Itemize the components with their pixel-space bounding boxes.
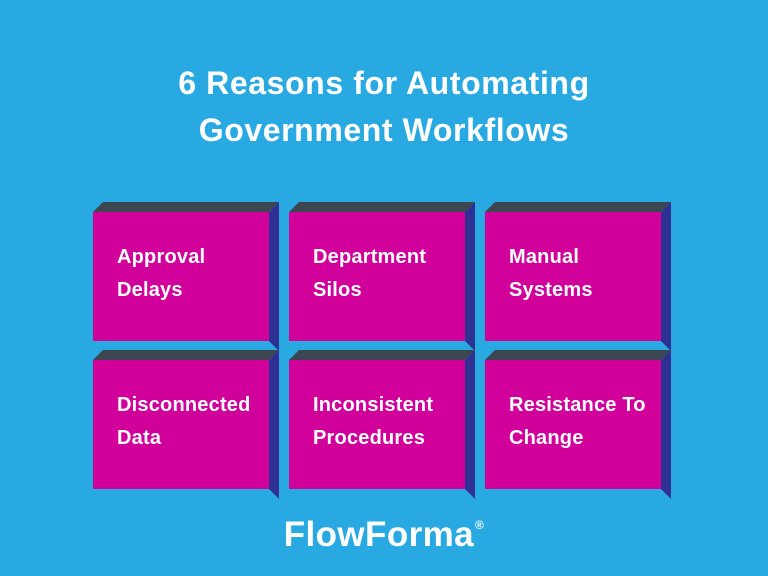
reason-label: Disconnected Data [93, 360, 269, 455]
reason-label-line-2: Change [509, 427, 584, 449]
brand-name: FlowForma [283, 515, 475, 554]
box-side-bevel-decoration [661, 350, 671, 499]
box-top-bevel-decoration [93, 350, 279, 360]
reason-box-inconsistent-procedures: Inconsistent Procedures [289, 360, 465, 489]
box-side-bevel-decoration [465, 350, 475, 499]
box-side-bevel-decoration [269, 202, 279, 351]
reason-label-line-2: Data [117, 427, 162, 449]
page-title-line-1: 6 Reasons for Automating [178, 65, 590, 101]
box-top-bevel-decoration [289, 350, 475, 360]
reason-label: Approval Delays [93, 212, 269, 307]
reason-label: Inconsistent Procedures [289, 360, 465, 455]
reason-label-line-1: Inconsistent [313, 394, 434, 416]
box-top-bevel-decoration [289, 202, 475, 212]
reason-box-resistance-to-change: Resistance To Change [485, 360, 661, 489]
reason-box-disconnected-data: Disconnected Data [93, 360, 269, 489]
reason-label-line-2: Procedures [313, 427, 426, 449]
flowforma-logo: FlowForma® [0, 515, 768, 555]
box-top-bevel-decoration [93, 202, 279, 212]
registered-trademark-symbol: ® [475, 518, 485, 532]
page-title: 6 Reasons for Automating Government Work… [0, 60, 768, 154]
reason-label-line-1: Approval [117, 246, 206, 268]
page-title-line-2: Government Workflows [198, 112, 570, 148]
box-side-bevel-decoration [661, 202, 671, 351]
reasons-grid: Approval Delays Department Silos Manual … [93, 212, 661, 489]
reason-box-department-silos: Department Silos [289, 212, 465, 341]
reason-label-line-1: Resistance To [509, 394, 646, 416]
reason-box-approval-delays: Approval Delays [93, 212, 269, 341]
reason-label-line-2: Silos [313, 279, 362, 301]
box-top-bevel-decoration [485, 202, 671, 212]
reason-label: Department Silos [289, 212, 465, 307]
reason-label-line-2: Delays [117, 279, 183, 301]
reason-box-manual-systems: Manual Systems [485, 212, 661, 341]
reason-label-line-1: Disconnected [117, 394, 251, 416]
reason-label: Resistance To Change [485, 360, 661, 455]
reason-label: Manual Systems [485, 212, 661, 307]
reason-label-line-1: Manual [509, 246, 580, 268]
box-side-bevel-decoration [269, 350, 279, 499]
reason-label-line-1: Department [313, 246, 427, 268]
reason-label-line-2: Systems [509, 279, 593, 301]
box-side-bevel-decoration [465, 202, 475, 351]
box-top-bevel-decoration [485, 350, 671, 360]
